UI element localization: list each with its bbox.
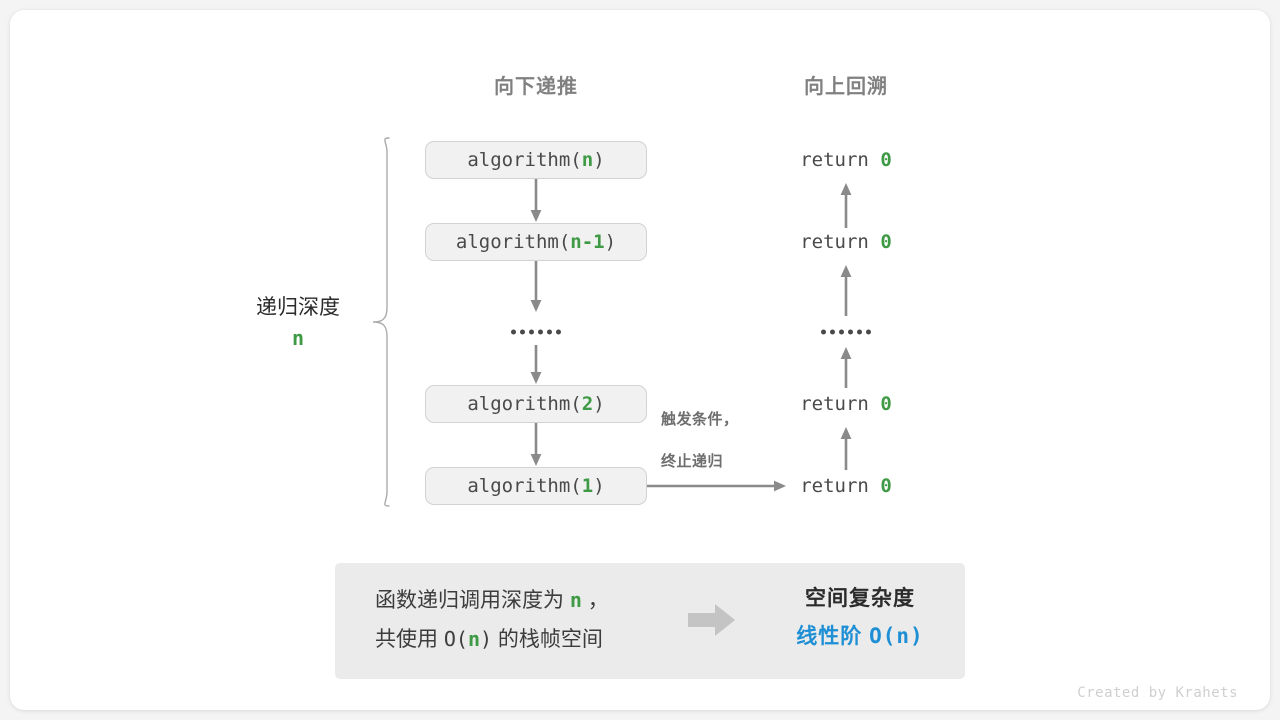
return-value: 0 [880,475,892,497]
summary-line1-highlight: n [569,588,582,612]
return-statement-3: return 0 [800,393,892,415]
summary-panel: 函数递归调用深度为 n ， 共使用 O(n) 的栈帧空间 空间复杂度 线性 [335,563,965,679]
call-box-close-paren: ) [593,149,605,171]
down-arrow-icon [529,261,543,313]
call-box-2[interactable]: algorithm(2) [425,385,647,423]
recursion-depth-label: 递归深度 [256,296,340,319]
down-arrow-icon [529,423,543,467]
summary-line-2: 共使用 O(n) 的栈帧空间 [375,620,609,659]
summary-line2-close-paren: ) [479,627,493,651]
summary-line2-text: 共使用 [375,628,438,651]
summary-line1-text: 函数递归调用深度为 [375,589,564,612]
down-arrow-icon [529,179,543,223]
call-box-fn-text: algorithm( [455,231,571,253]
return-keyword: return [800,393,869,415]
return-keyword: return [800,149,869,171]
terminate-condition-line1: 触发条件， [661,411,739,428]
complexity-bigo: O(n) [869,624,924,648]
return-statement-1: return 0 [800,149,892,171]
call-box-close-paren: ) [593,393,605,415]
summary-result: 空间复杂度 线性阶 O(n) [765,581,955,656]
return-value: 0 [880,393,892,415]
call-box-close-paren: ) [604,231,617,253]
call-box-fn-text: algorithm( [467,149,582,171]
call-box-arg: n [581,149,594,171]
space-complexity-value: 线性阶 O(n) [765,617,955,656]
recursion-depth-value: n [291,326,305,350]
block-arrow-icon [688,603,736,637]
call-box-n[interactable]: algorithm(n) [425,141,647,179]
summary-line-1: 函数递归调用深度为 n ， [375,581,609,620]
up-arrow-icon [839,346,853,388]
down-arrow-icon [529,345,543,385]
ellipsis-icon [821,329,871,335]
complexity-order-label: 线性阶 [796,625,863,648]
footer-credit: Created by Krahets [1077,685,1238,701]
up-arrow-icon [839,426,853,470]
up-arrow-icon [839,182,853,228]
return-keyword: return [800,231,869,253]
space-complexity-title: 空间复杂度 [805,587,915,610]
return-keyword: return [800,475,869,497]
curly-brace-icon [368,136,392,513]
return-statement-2: return 0 [800,231,892,253]
call-box-arg: 1 [581,475,594,497]
column-header-backtrack-up: 向上回溯 [804,76,888,98]
up-arrow-icon [839,264,853,316]
return-value: 0 [880,149,892,171]
diagram-card: 向下递推 向上回溯 递归深度 n algorithm(n) algorithm(… [10,10,1270,710]
summary-line2-highlight: n [467,627,480,651]
terminate-condition-line2: 终止递归 [661,453,724,470]
call-box-n-minus-1[interactable]: algorithm(n-1) [425,223,647,261]
return-value: 0 [880,231,892,253]
summary-line1-comma: ， [587,589,609,612]
call-box-fn-text: algorithm( [467,393,582,415]
ellipsis-icon [511,329,561,335]
call-box-fn-text: algorithm( [467,475,582,497]
column-header-recurse-down: 向下递推 [494,76,578,98]
call-box-close-paren: ) [593,475,605,497]
call-box-1[interactable]: algorithm(1) [425,467,647,505]
call-box-arg: n-1 [570,231,605,253]
summary-description: 函数递归调用深度为 n ， 共使用 O(n) 的栈帧空间 [375,581,609,659]
return-statement-4: return 0 [800,475,892,497]
summary-line2-bigo: O( [443,627,468,651]
right-arrow-icon [647,478,787,494]
summary-line2-tail: 的栈帧空间 [497,628,603,651]
call-box-arg: 2 [581,393,594,415]
